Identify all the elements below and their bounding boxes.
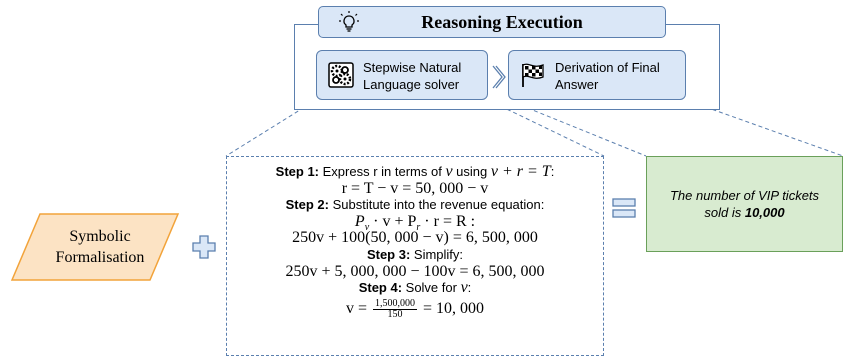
- reasoning-steps-box: Step 1: Express r in terms of v using v …: [226, 156, 604, 356]
- plus-icon: [192, 235, 216, 259]
- final-answer-label-2: Answer: [555, 77, 599, 92]
- formalisation-label-1: Symbolic: [69, 228, 131, 245]
- reasoning-title-box: Reasoning Execution: [318, 6, 666, 38]
- final-answer-derivation-box: Derivation of Final Answer: [508, 50, 686, 100]
- equation-4: 250v + 5, 000, 000 − 100v = 6, 500, 000: [285, 262, 545, 280]
- checkered-flag-icon: [522, 63, 544, 87]
- formalisation-label: Symbolic Formalisation: [40, 226, 160, 268]
- reasoning-title: Reasoning Execution: [421, 11, 583, 32]
- formalisation-label-2: Formalisation: [55, 249, 145, 266]
- chevron-right-icon: [492, 65, 506, 89]
- stepwise-solver-box: Stepwise Natural Language solver: [316, 50, 488, 100]
- step-2-line: Step 2: Substitute into the revenue equa…: [285, 197, 545, 213]
- stepwise-solver-label-2: Language solver: [363, 77, 460, 92]
- step-2-label: Step 2:: [285, 197, 329, 213]
- formalisation-shape: [10, 213, 180, 281]
- step-1-label: Step 1:: [275, 164, 320, 179]
- lightbulb-icon: [339, 11, 359, 32]
- equals-icon: [612, 198, 636, 218]
- final-answer-box: The number of VIP tickets sold is 10,000: [646, 156, 843, 252]
- equation-3: 250v + 100(50, 000 − v) = 6, 500, 000: [292, 229, 538, 247]
- equation-1: r = T − v = 50, 000 − v: [341, 179, 489, 197]
- step-3-label: Step 3:: [366, 246, 411, 262]
- step-3-line: Step 3: Simplify:: [366, 246, 464, 262]
- step-4-label: Step 4:: [358, 280, 403, 296]
- final-answer-label-1: Derivation of Final: [555, 60, 660, 75]
- step-4-line: Step 4: Solve for v:: [358, 279, 472, 297]
- equation-2: Pv · v + Pr · r = R :: [354, 212, 476, 233]
- gears-icon: [328, 62, 354, 88]
- step-1-line: Step 1: Express r in terms of v using v …: [275, 163, 555, 180]
- final-answer-value: 10,000: [744, 205, 785, 220]
- final-answer-text: The number of VIP tickets sold is 10,000: [669, 188, 820, 220]
- stepwise-solver-label-1: Stepwise Natural: [363, 60, 462, 75]
